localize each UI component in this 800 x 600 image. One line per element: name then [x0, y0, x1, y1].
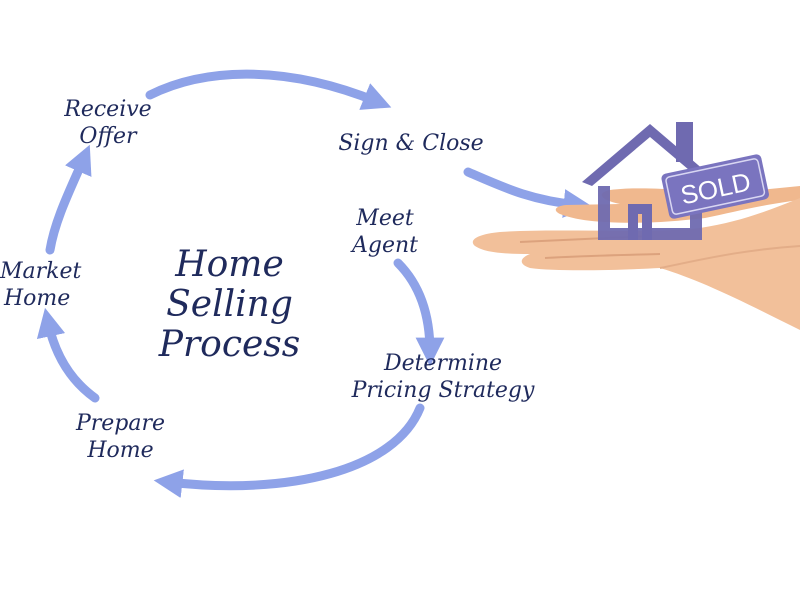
step-sign-close-line-1: Sign & Close: [338, 131, 484, 156]
arrow-receive-to-sign: [145, 69, 392, 110]
arrow-pricing-to-prepare: [153, 403, 425, 498]
arrow-market-to-receive: [45, 144, 92, 255]
diagram-title: Home Selling Process: [142, 245, 317, 365]
step-prepare-home-line-2: Home: [87, 438, 154, 463]
step-receive-offer: Receive Offer: [48, 96, 168, 150]
step-receive-offer-line-1: Receive: [64, 97, 152, 122]
step-determine-pricing-line-1: Determine: [383, 351, 503, 376]
step-receive-offer-line-2: Offer: [79, 124, 137, 149]
step-meet-agent-line-2: Agent: [352, 233, 418, 258]
step-meet-agent-line-1: Meet: [356, 206, 414, 231]
title-line-3: Process: [158, 324, 301, 365]
arrow-sign-to-hand: [463, 167, 593, 218]
title-line-2: Selling: [166, 284, 293, 325]
step-market-home: Market Home: [0, 258, 92, 312]
step-determine-pricing: Determine Pricing Strategy: [328, 350, 558, 404]
step-determine-pricing-line-2: Pricing Strategy: [351, 378, 535, 403]
step-market-home-line-1: Market: [0, 259, 82, 284]
step-sign-close: Sign & Close: [326, 130, 496, 157]
title-line-1: Home: [175, 244, 284, 285]
step-market-home-line-2: Home: [4, 286, 71, 311]
arrow-agent-to-pricing: [393, 258, 445, 367]
sold-sign: SOLD: [661, 154, 769, 219]
step-meet-agent: Meet Agent: [335, 205, 435, 259]
arrow-prepare-to-market: [36, 307, 100, 403]
step-prepare-home-line-1: Prepare: [75, 411, 166, 436]
step-prepare-home: Prepare Home: [58, 410, 183, 464]
